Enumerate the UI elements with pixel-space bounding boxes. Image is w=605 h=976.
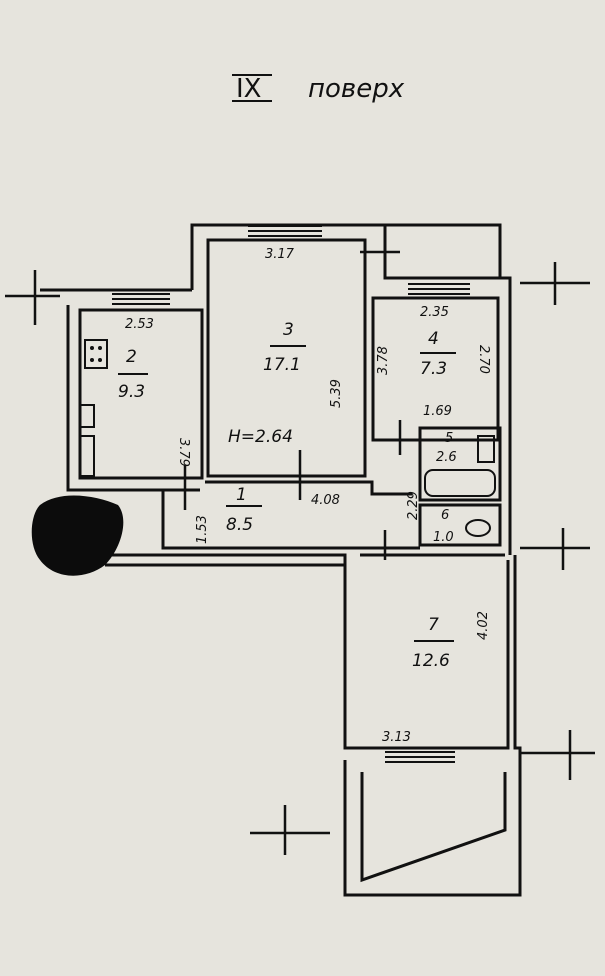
dim-r7-length: 4.02 <box>476 611 491 640</box>
dim-r4-left: 3.78 <box>376 346 391 375</box>
dim-wc-length: 2.29 <box>406 491 421 520</box>
room-2-area: 9.3 <box>118 382 145 402</box>
toilet-icon <box>465 519 491 537</box>
dim-r2-width: 2.53 <box>125 317 154 332</box>
dim-r1-length: 4.08 <box>311 493 340 508</box>
stove-icon <box>84 339 108 369</box>
bathtub-icon <box>424 469 496 497</box>
floor-number: IX <box>236 74 261 104</box>
sink-icon <box>79 404 95 428</box>
dim-r4-width: 2.35 <box>420 305 449 320</box>
dim-r2-length: 3.79 <box>176 438 191 467</box>
room-1-number: 1 <box>236 485 247 505</box>
room-6-area: 1.0 <box>433 530 454 545</box>
dim-r1-width: 1.53 <box>195 515 210 544</box>
washbasin-icon <box>477 435 495 463</box>
dim-r3-length: 5.39 <box>329 379 344 408</box>
dim-r3-width: 3.17 <box>265 247 295 262</box>
walls <box>5 223 595 897</box>
window <box>248 225 322 237</box>
window <box>385 751 455 763</box>
room-7-number: 7 <box>428 615 439 635</box>
redaction-blob <box>31 495 124 576</box>
window <box>112 293 170 305</box>
room-2-number: 2 <box>126 347 137 367</box>
dim-r4-right: 2.70 <box>476 345 491 374</box>
room-3-area: 17.1 <box>263 355 301 375</box>
room-1-area: 8.5 <box>226 515 253 535</box>
room-5-area: 2.6 <box>436 450 457 465</box>
room-4-number: 4 <box>428 329 439 349</box>
room-7-area: 12.6 <box>412 651 450 671</box>
floor-title: IX поверх <box>232 74 405 104</box>
room-3-number: 3 <box>283 320 294 340</box>
dim-r4-bottom: 1.69 <box>423 404 452 419</box>
floor-word: поверх <box>308 74 405 104</box>
ceiling-height: H=2.64 <box>228 427 293 447</box>
room-4-area: 7.3 <box>420 359 447 379</box>
room-labels: 2 9.3 3 17.1 4 7.3 5 2.6 6 1.0 1 8.5 7 1… <box>118 320 457 671</box>
room-6-number: 6 <box>441 508 449 523</box>
window <box>408 283 470 295</box>
dimensions: 2.53 3.79 3.17 5.39 2.35 3.78 2.70 1.69 … <box>125 247 491 745</box>
counter-icon <box>79 435 95 477</box>
dim-r7-width: 3.13 <box>382 730 411 745</box>
room-5-number: 5 <box>445 431 453 446</box>
